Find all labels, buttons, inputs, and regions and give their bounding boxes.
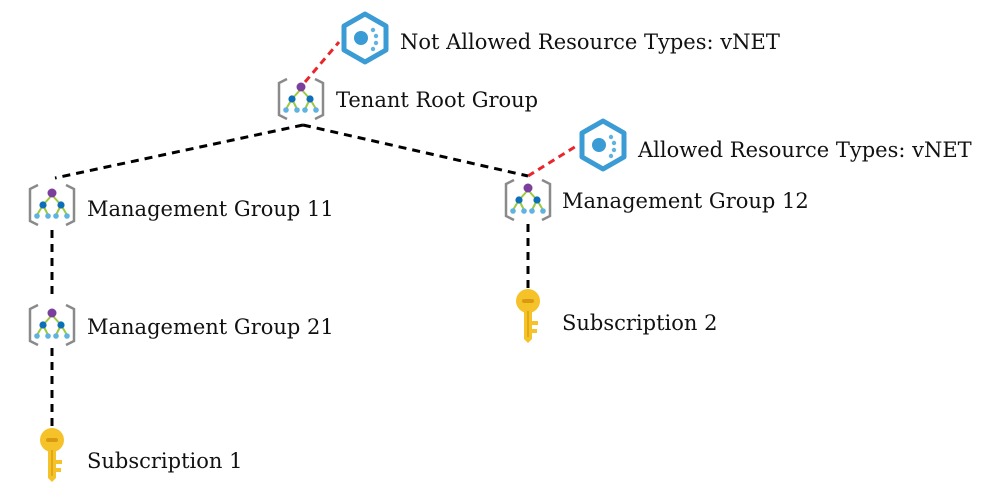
subscription-2-label: Subscription 2 [562, 311, 717, 335]
policy-hexagon-icon [344, 14, 386, 62]
policy-hexagon-icon [582, 121, 624, 169]
management-group-11-node: Management Group 11 [28, 183, 334, 227]
edge-tenant-root-policy-not-allowed [303, 41, 341, 83]
management-group-12-node: Management Group 12 [504, 178, 809, 222]
subscription-key-icon [516, 289, 540, 343]
policy-not-allowed-node: Not Allowed Resource Types: vNET [344, 14, 780, 62]
management-group-icon [28, 303, 76, 347]
management-group-12-label: Management Group 12 [562, 189, 809, 213]
management-group-icon [277, 77, 325, 121]
subscription-2-node: Subscription 2 [516, 289, 717, 343]
policy-allowed-node: Allowed Resource Types: vNET [582, 121, 972, 169]
policy-allowed-label: Allowed Resource Types: vNET [637, 138, 972, 162]
tenant-root-group-label: Tenant Root Group [336, 88, 538, 112]
edge-mg12-policy-allowed [527, 143, 579, 178]
subscription-1-node: Subscription 1 [40, 428, 242, 482]
subscription-key-icon [40, 428, 64, 482]
subscription-1-label: Subscription 1 [87, 449, 242, 473]
policy-not-allowed-label: Not Allowed Resource Types: vNET [400, 30, 780, 54]
management-group-21-label: Management Group 21 [87, 315, 334, 339]
management-group-11-label: Management Group 11 [87, 197, 334, 221]
edges [50, 41, 579, 430]
edge-tenant-root-mg12 [302, 123, 529, 178]
edge-tenant-root-mg11 [54, 123, 304, 180]
management-group-21-node: Management Group 21 [28, 303, 334, 347]
management-group-icon [504, 178, 552, 222]
tenant-root-group-node: Tenant Root Group [277, 77, 538, 121]
management-group-icon [28, 183, 76, 227]
